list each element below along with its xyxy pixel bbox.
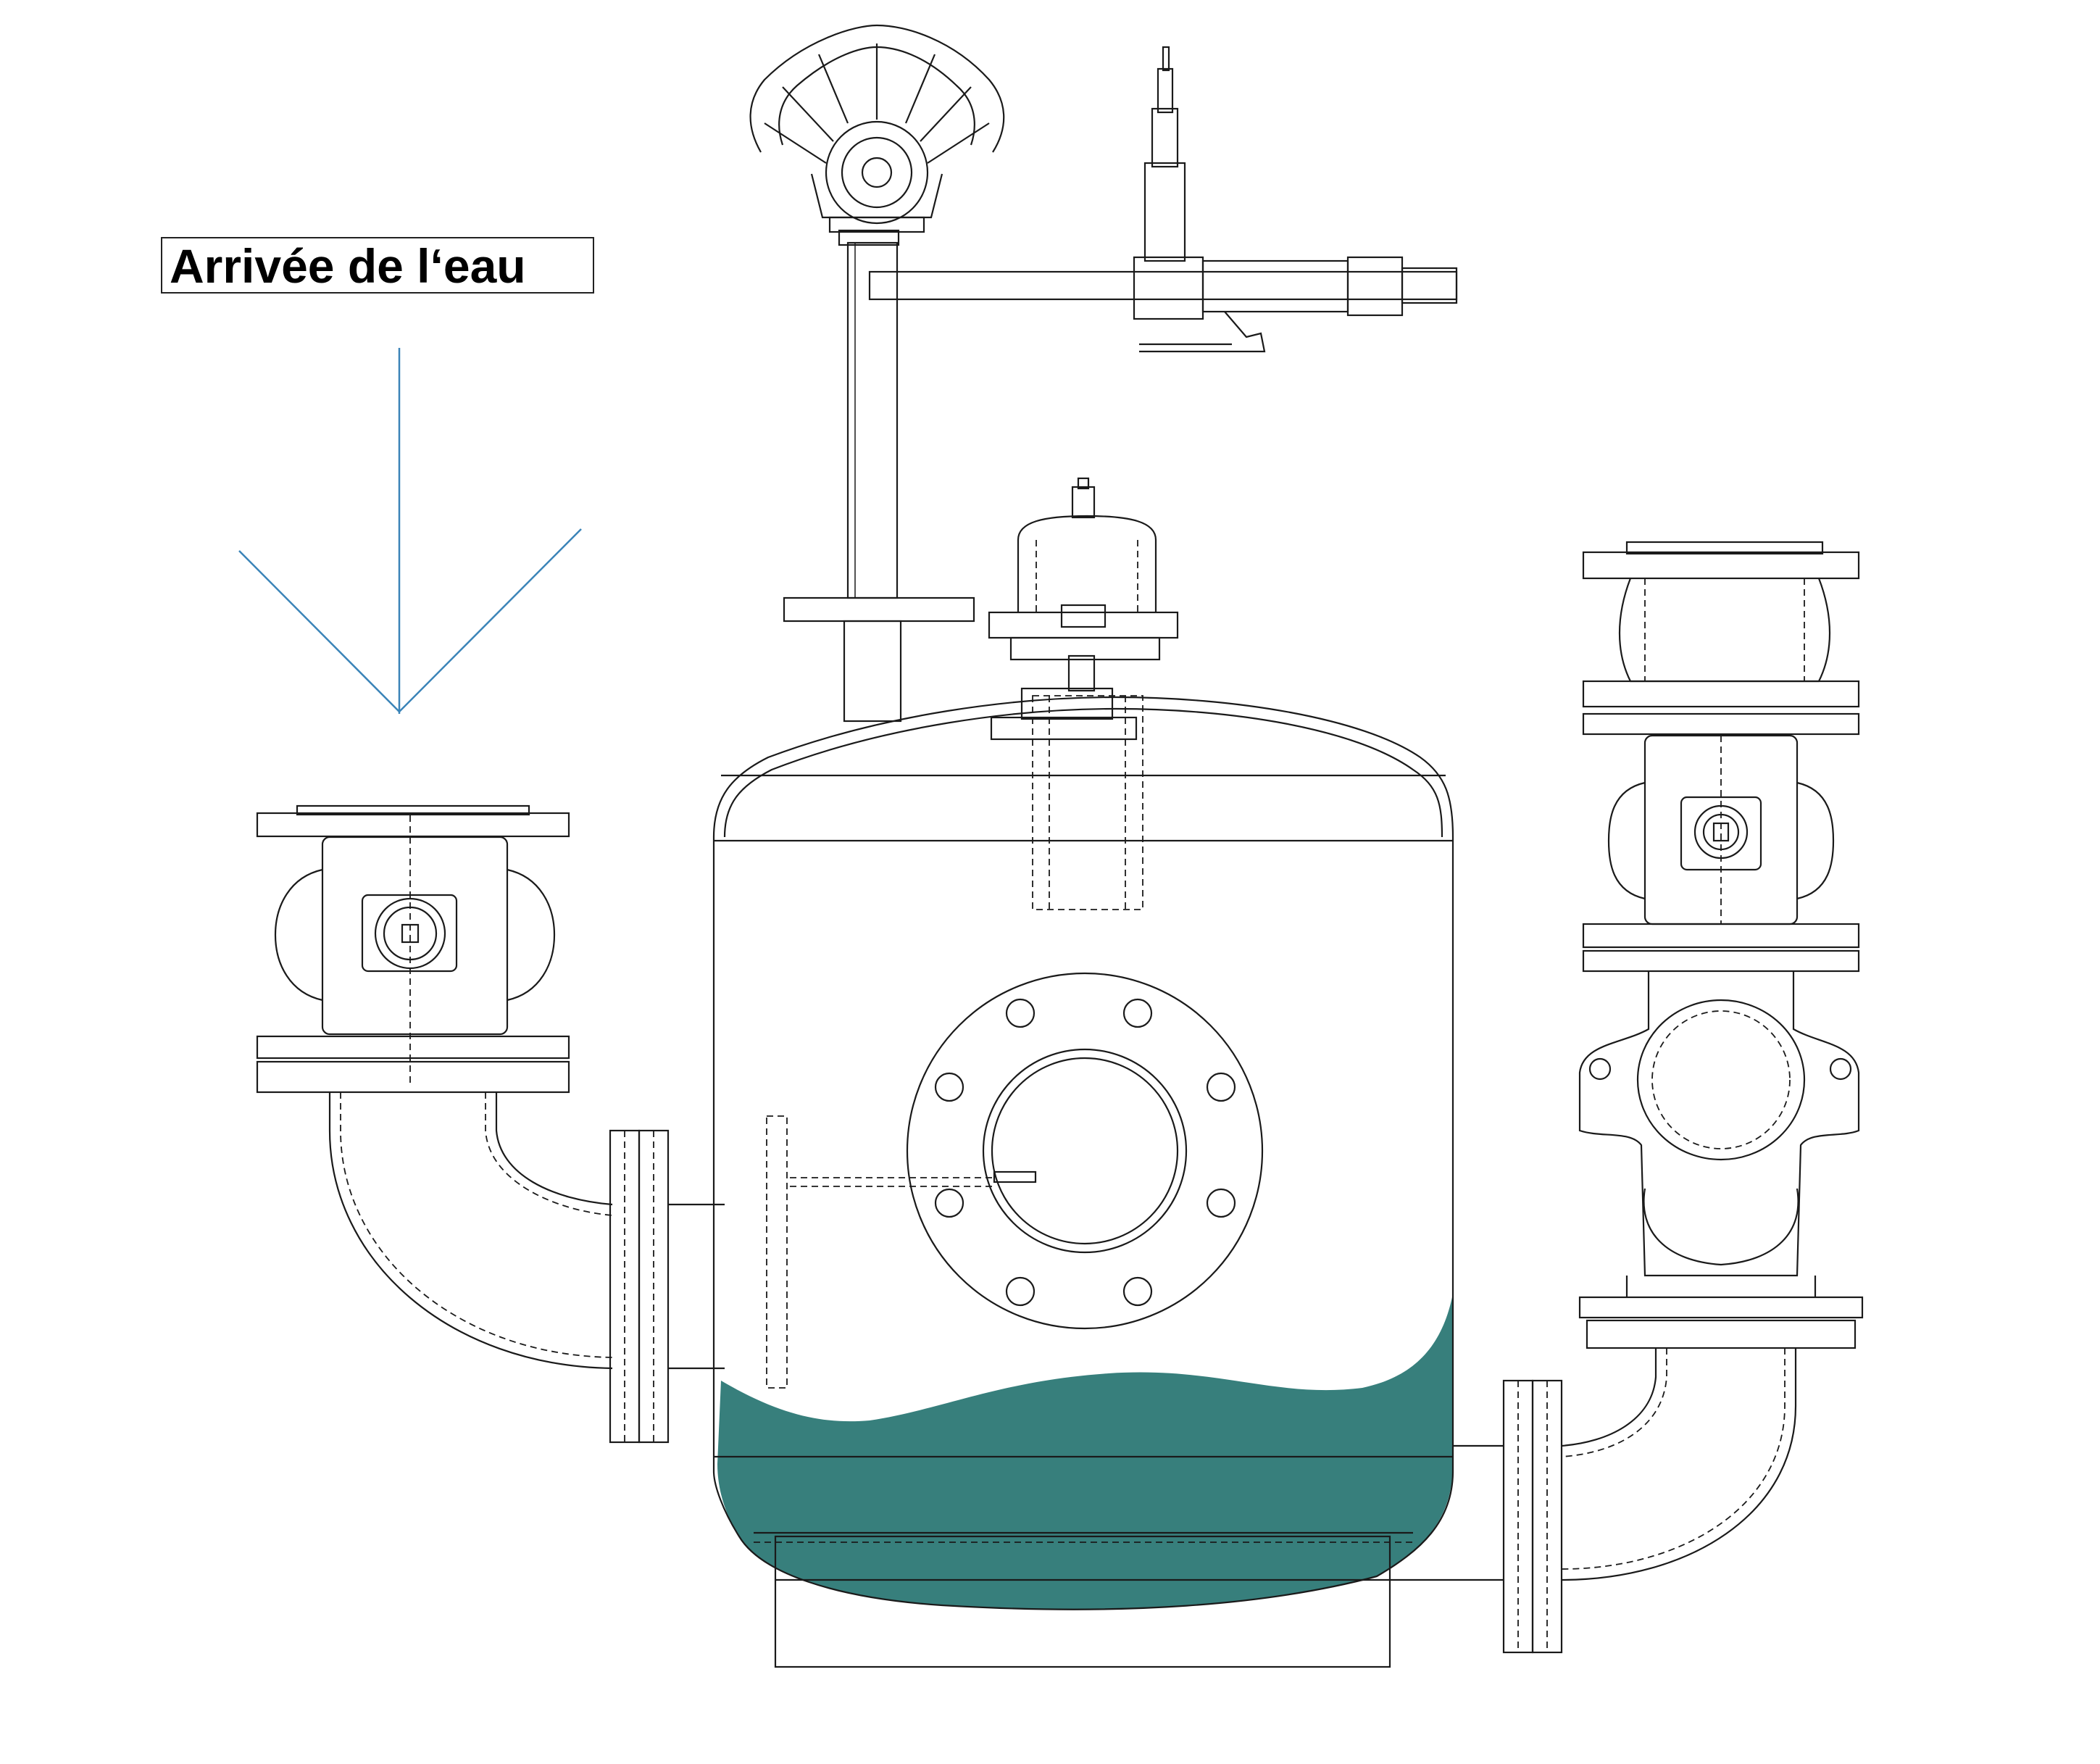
water-inlet-label: Arrivée de l‘eau xyxy=(170,239,526,293)
vessel-body xyxy=(712,696,1454,1668)
outlet-elbow-pipe xyxy=(1390,1348,1797,1654)
inlet-arrow xyxy=(238,348,582,714)
water-inlet-label-box: Arrivée de l‘eau xyxy=(161,237,594,294)
arrow-head xyxy=(238,528,582,713)
outlet-spool xyxy=(1582,541,1860,736)
multiport-valve-head xyxy=(749,24,1005,233)
water-level-fill xyxy=(717,1294,1453,1610)
internal-riser xyxy=(1032,695,1143,910)
pressure-gauge-line xyxy=(868,46,1458,353)
inlet-elbow-pipe xyxy=(328,1092,788,1444)
air-release-valve xyxy=(988,477,1179,741)
outlet-check-valve xyxy=(1578,971,1864,1349)
manhole-flange xyxy=(790,972,1264,1330)
outlet-butterfly-valve xyxy=(1582,734,1860,973)
inlet-butterfly-valve xyxy=(256,804,570,1094)
vent-pipe xyxy=(783,229,975,723)
